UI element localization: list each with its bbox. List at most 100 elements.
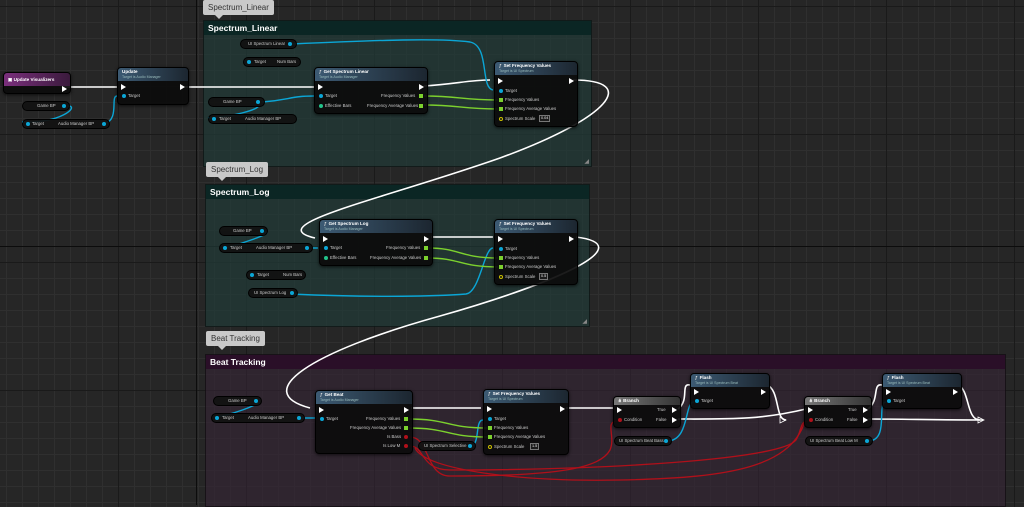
target-pin[interactable] xyxy=(695,399,699,403)
variable-node-audio-manager-bp[interactable]: Target Audio Manager BP xyxy=(22,119,110,129)
condition-pin[interactable] xyxy=(618,418,622,422)
output-pin[interactable] xyxy=(62,104,66,108)
flow-node-branch[interactable]: ⋔ Branch Condition True False xyxy=(804,396,872,428)
frequency-values-out-pin[interactable] xyxy=(404,417,408,421)
frequency-values-out-pin[interactable] xyxy=(419,94,423,98)
target-pin[interactable] xyxy=(250,273,254,277)
exec-false-pin[interactable] xyxy=(672,417,677,423)
target-pin[interactable] xyxy=(324,246,328,250)
exec-out-pin[interactable] xyxy=(569,78,574,84)
function-node-update[interactable]: Update Target is Audio Manager Target xyxy=(117,67,189,105)
output-pin[interactable] xyxy=(664,439,668,443)
output-pin[interactable] xyxy=(260,229,264,233)
is-bass-out-pin[interactable] xyxy=(404,435,408,439)
spectrum-scale-input[interactable]: 0.04 xyxy=(539,115,551,122)
spectrum-scale-pin[interactable] xyxy=(488,445,492,449)
spectrum-scale-input[interactable]: 1.5 xyxy=(530,443,540,450)
spectrum-scale-pin[interactable] xyxy=(499,117,503,121)
exec-out-pin[interactable] xyxy=(424,236,429,242)
output-pin[interactable] xyxy=(468,444,472,448)
exec-in-pin[interactable] xyxy=(319,407,324,413)
target-pin[interactable] xyxy=(223,246,227,250)
target-pin[interactable] xyxy=(212,117,216,121)
target-pin[interactable] xyxy=(122,94,126,98)
exec-in-pin[interactable] xyxy=(487,406,492,412)
effective-bars-pin[interactable] xyxy=(319,104,323,108)
variable-node-num-bars[interactable]: Target Num Bars xyxy=(246,270,306,280)
exec-in-pin[interactable] xyxy=(886,389,891,395)
comment-resize-handle[interactable]: ◢ xyxy=(582,319,587,325)
exec-out-pin[interactable] xyxy=(569,236,574,242)
comment-bubble-beat-tracking[interactable]: Beat Tracking xyxy=(206,331,265,350)
exec-out-pin[interactable] xyxy=(560,406,565,412)
output-pin[interactable] xyxy=(290,291,294,295)
exec-in-pin[interactable] xyxy=(498,236,503,242)
target-pin[interactable] xyxy=(215,416,219,420)
output-pin[interactable] xyxy=(305,246,309,250)
frequency-average-values-in-pin[interactable] xyxy=(488,435,492,439)
frequency-values-out-pin[interactable] xyxy=(424,246,428,250)
comment-bubble-spectrum-log[interactable]: Spectrum_Log xyxy=(206,162,269,181)
exec-in-pin[interactable] xyxy=(808,407,813,413)
output-pin[interactable] xyxy=(297,416,301,420)
variable-node-ui-spectrum-selective[interactable]: UI Spectrum Selective xyxy=(418,441,476,451)
exec-false-pin[interactable] xyxy=(863,417,868,423)
target-pin[interactable] xyxy=(488,417,492,421)
frequency-values-in-pin[interactable] xyxy=(499,98,503,102)
output-pin[interactable] xyxy=(254,399,258,403)
variable-node-audio-manager-bp[interactable]: Target Audio Manager BP xyxy=(208,114,297,124)
variable-node-audio-manager-bp[interactable]: Target Audio Manager BP xyxy=(211,413,305,423)
exec-out-pin[interactable] xyxy=(953,389,958,395)
exec-in-pin[interactable] xyxy=(323,236,328,242)
comment-resize-handle[interactable]: ◢ xyxy=(584,159,589,165)
exec-true-pin[interactable] xyxy=(863,407,868,413)
exec-out-pin[interactable] xyxy=(62,86,67,92)
variable-node-ui-spectrum-beat-bass[interactable]: UI Spectrum Beat Bass xyxy=(614,436,672,446)
frequency-values-in-pin[interactable] xyxy=(488,426,492,430)
condition-pin[interactable] xyxy=(809,418,813,422)
exec-in-pin[interactable] xyxy=(498,78,503,84)
frequency-average-values-out-pin[interactable] xyxy=(404,426,408,430)
target-pin[interactable] xyxy=(887,399,891,403)
variable-node-ui-spectrum-linear[interactable]: UI Spectrum Linear xyxy=(240,39,297,49)
variable-node-audio-manager-bp[interactable]: Target Audio Manager BP xyxy=(219,243,313,253)
frequency-average-values-out-pin[interactable] xyxy=(419,104,423,108)
exec-in-pin[interactable] xyxy=(694,389,699,395)
flow-node-branch[interactable]: ⋔ Branch Condition True False xyxy=(613,396,681,428)
output-pin[interactable] xyxy=(256,100,260,104)
frequency-average-values-in-pin[interactable] xyxy=(499,107,503,111)
variable-node-game-bp[interactable]: Game BP xyxy=(208,97,265,107)
output-pin[interactable] xyxy=(102,122,106,126)
exec-out-pin[interactable] xyxy=(419,84,424,90)
variable-node-game-bp[interactable]: Game BP xyxy=(22,101,70,111)
exec-out-pin[interactable] xyxy=(404,407,409,413)
frequency-values-in-pin[interactable] xyxy=(499,256,503,260)
exec-out-pin[interactable] xyxy=(180,84,185,90)
target-pin[interactable] xyxy=(319,94,323,98)
target-pin[interactable] xyxy=(499,247,503,251)
exec-in-pin[interactable] xyxy=(617,407,622,413)
variable-node-game-bp[interactable]: Game BP xyxy=(219,226,268,236)
comment-bubble-spectrum-linear[interactable]: Spectrum_Linear xyxy=(203,0,274,19)
frequency-average-values-out-pin[interactable] xyxy=(424,256,428,260)
frequency-average-values-in-pin[interactable] xyxy=(499,265,503,269)
effective-bars-pin[interactable] xyxy=(324,256,328,260)
variable-node-ui-spectrum-log[interactable]: UI Spectrum Log xyxy=(248,288,298,298)
spectrum-scale-input[interactable]: 0.5 xyxy=(539,273,549,280)
event-node-update-visualizers[interactable]: ▣ Update Visualizers xyxy=(3,72,71,94)
exec-true-pin[interactable] xyxy=(672,407,677,413)
target-pin[interactable] xyxy=(499,89,503,93)
variable-node-game-bp[interactable]: Game BP xyxy=(213,396,262,406)
exec-in-pin[interactable] xyxy=(121,84,126,90)
variable-node-num-bars[interactable]: Target Num Bars xyxy=(243,57,301,67)
target-pin[interactable] xyxy=(26,122,30,126)
spectrum-scale-pin[interactable] xyxy=(499,275,503,279)
